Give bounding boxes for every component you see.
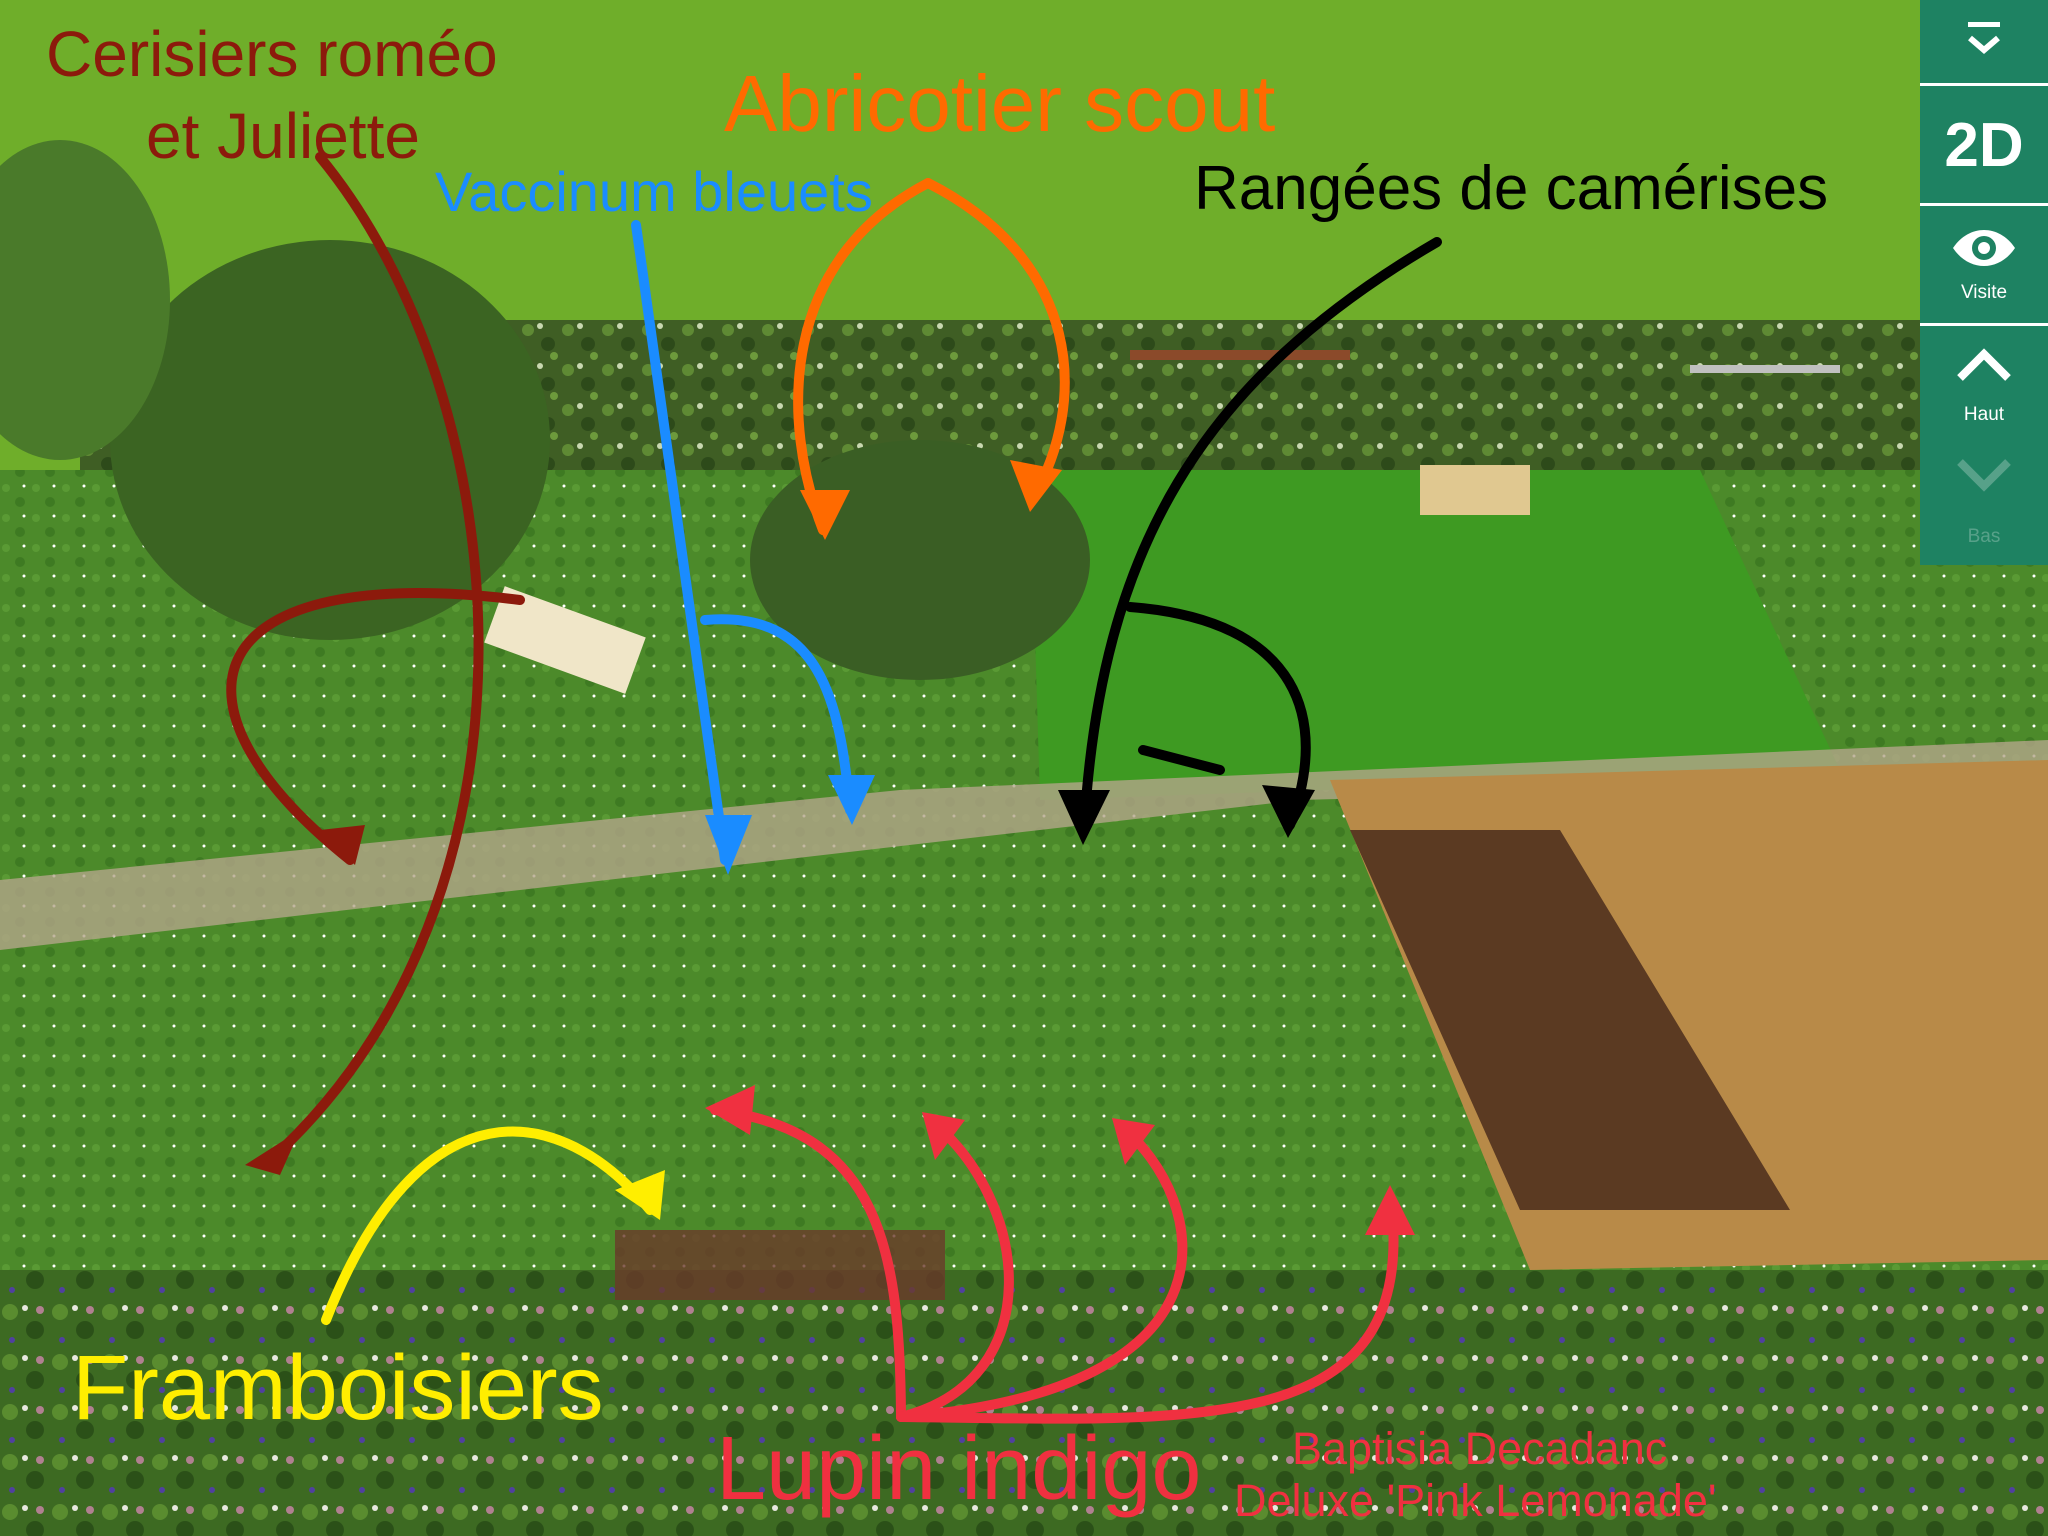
label-vaccinum: Vaccinum bleuets [435, 160, 873, 223]
arrow-abricotier-2 [923, 178, 1070, 505]
swing-set [1130, 350, 1350, 360]
arrow-abricotier-1 [793, 178, 933, 535]
arrow-lupin-2 [896, 1115, 1014, 1422]
arrowhead [1262, 785, 1315, 838]
arrowhead [922, 1112, 965, 1160]
chevron-down-bar-icon [1968, 22, 2000, 54]
label-lupin: Lupin indigo [716, 1419, 1202, 1519]
label-abricotier: Abricotier scout [724, 59, 1276, 148]
arrow-lupin-1 [710, 1105, 906, 1422]
visit-label: Visite [1960, 282, 2008, 303]
down-label: Bas [1967, 526, 2001, 547]
arrowhead [1058, 790, 1110, 845]
mode-2d-button[interactable]: 2D [1920, 86, 2048, 206]
arrow-lupin-4 [896, 1195, 1399, 1424]
play-lawn [1030, 470, 1840, 800]
chevron-up-icon [1957, 348, 2011, 381]
label-framboisiers: Framboisiers [72, 1337, 604, 1439]
chevron-down-icon [1957, 459, 2011, 492]
arrow-camerises-3 [1138, 745, 1225, 775]
arrow-lupin-3 [896, 1120, 1188, 1422]
arrowhead [828, 775, 875, 825]
arrowhead [800, 490, 850, 540]
sandbox [1420, 465, 1530, 515]
tree [110, 240, 550, 640]
arrowhead [1010, 460, 1062, 512]
collapse-toolbar-button[interactable] [1920, 0, 2048, 86]
arrowhead [615, 1170, 665, 1220]
arrowhead [705, 1085, 755, 1135]
arrow-cerisiers [263, 152, 484, 1167]
arrowhead [1112, 1118, 1155, 1165]
hammock [484, 586, 646, 694]
arrowhead [245, 1130, 300, 1175]
soil-bed [1350, 830, 1790, 1210]
label-baptisia: Baptisia Decadanc [1292, 1423, 1668, 1474]
label-cerisiers-2: et Juliette [146, 100, 420, 172]
arrow-vaccinum [631, 220, 730, 865]
arrowhead [705, 815, 752, 875]
down-button[interactable]: Bas [1920, 446, 2048, 565]
arrow-cerisiers-loop [226, 588, 525, 865]
label-cerisiers: Cerisiers roméo [46, 18, 498, 90]
arrow-vaccinum-2 [700, 614, 855, 815]
up-button[interactable]: Haut [1920, 326, 2048, 446]
foreground-hedge [0, 1270, 2048, 1536]
arrowhead [1365, 1185, 1415, 1235]
arrow-camerises-2 [1125, 602, 1311, 830]
up-label: Haut [1963, 404, 2005, 425]
arrow-framboisiers [321, 1126, 655, 1325]
view-toolbar: 2D Visite Haut Bas [1920, 0, 2048, 565]
eye-icon [1953, 230, 2015, 266]
label-baptisia-2: Deluxe 'Pink Lemonade' [1234, 1475, 1717, 1526]
swing-set-2 [1690, 365, 1840, 373]
label-camerises: Rangées de camérises [1194, 154, 1829, 223]
mode-2d-label: 2D [1944, 111, 2024, 180]
arrow-camerises-1 [1079, 237, 1442, 835]
arrowhead [320, 825, 365, 865]
visit-button[interactable]: Visite [1920, 206, 2048, 326]
tree [0, 140, 170, 460]
